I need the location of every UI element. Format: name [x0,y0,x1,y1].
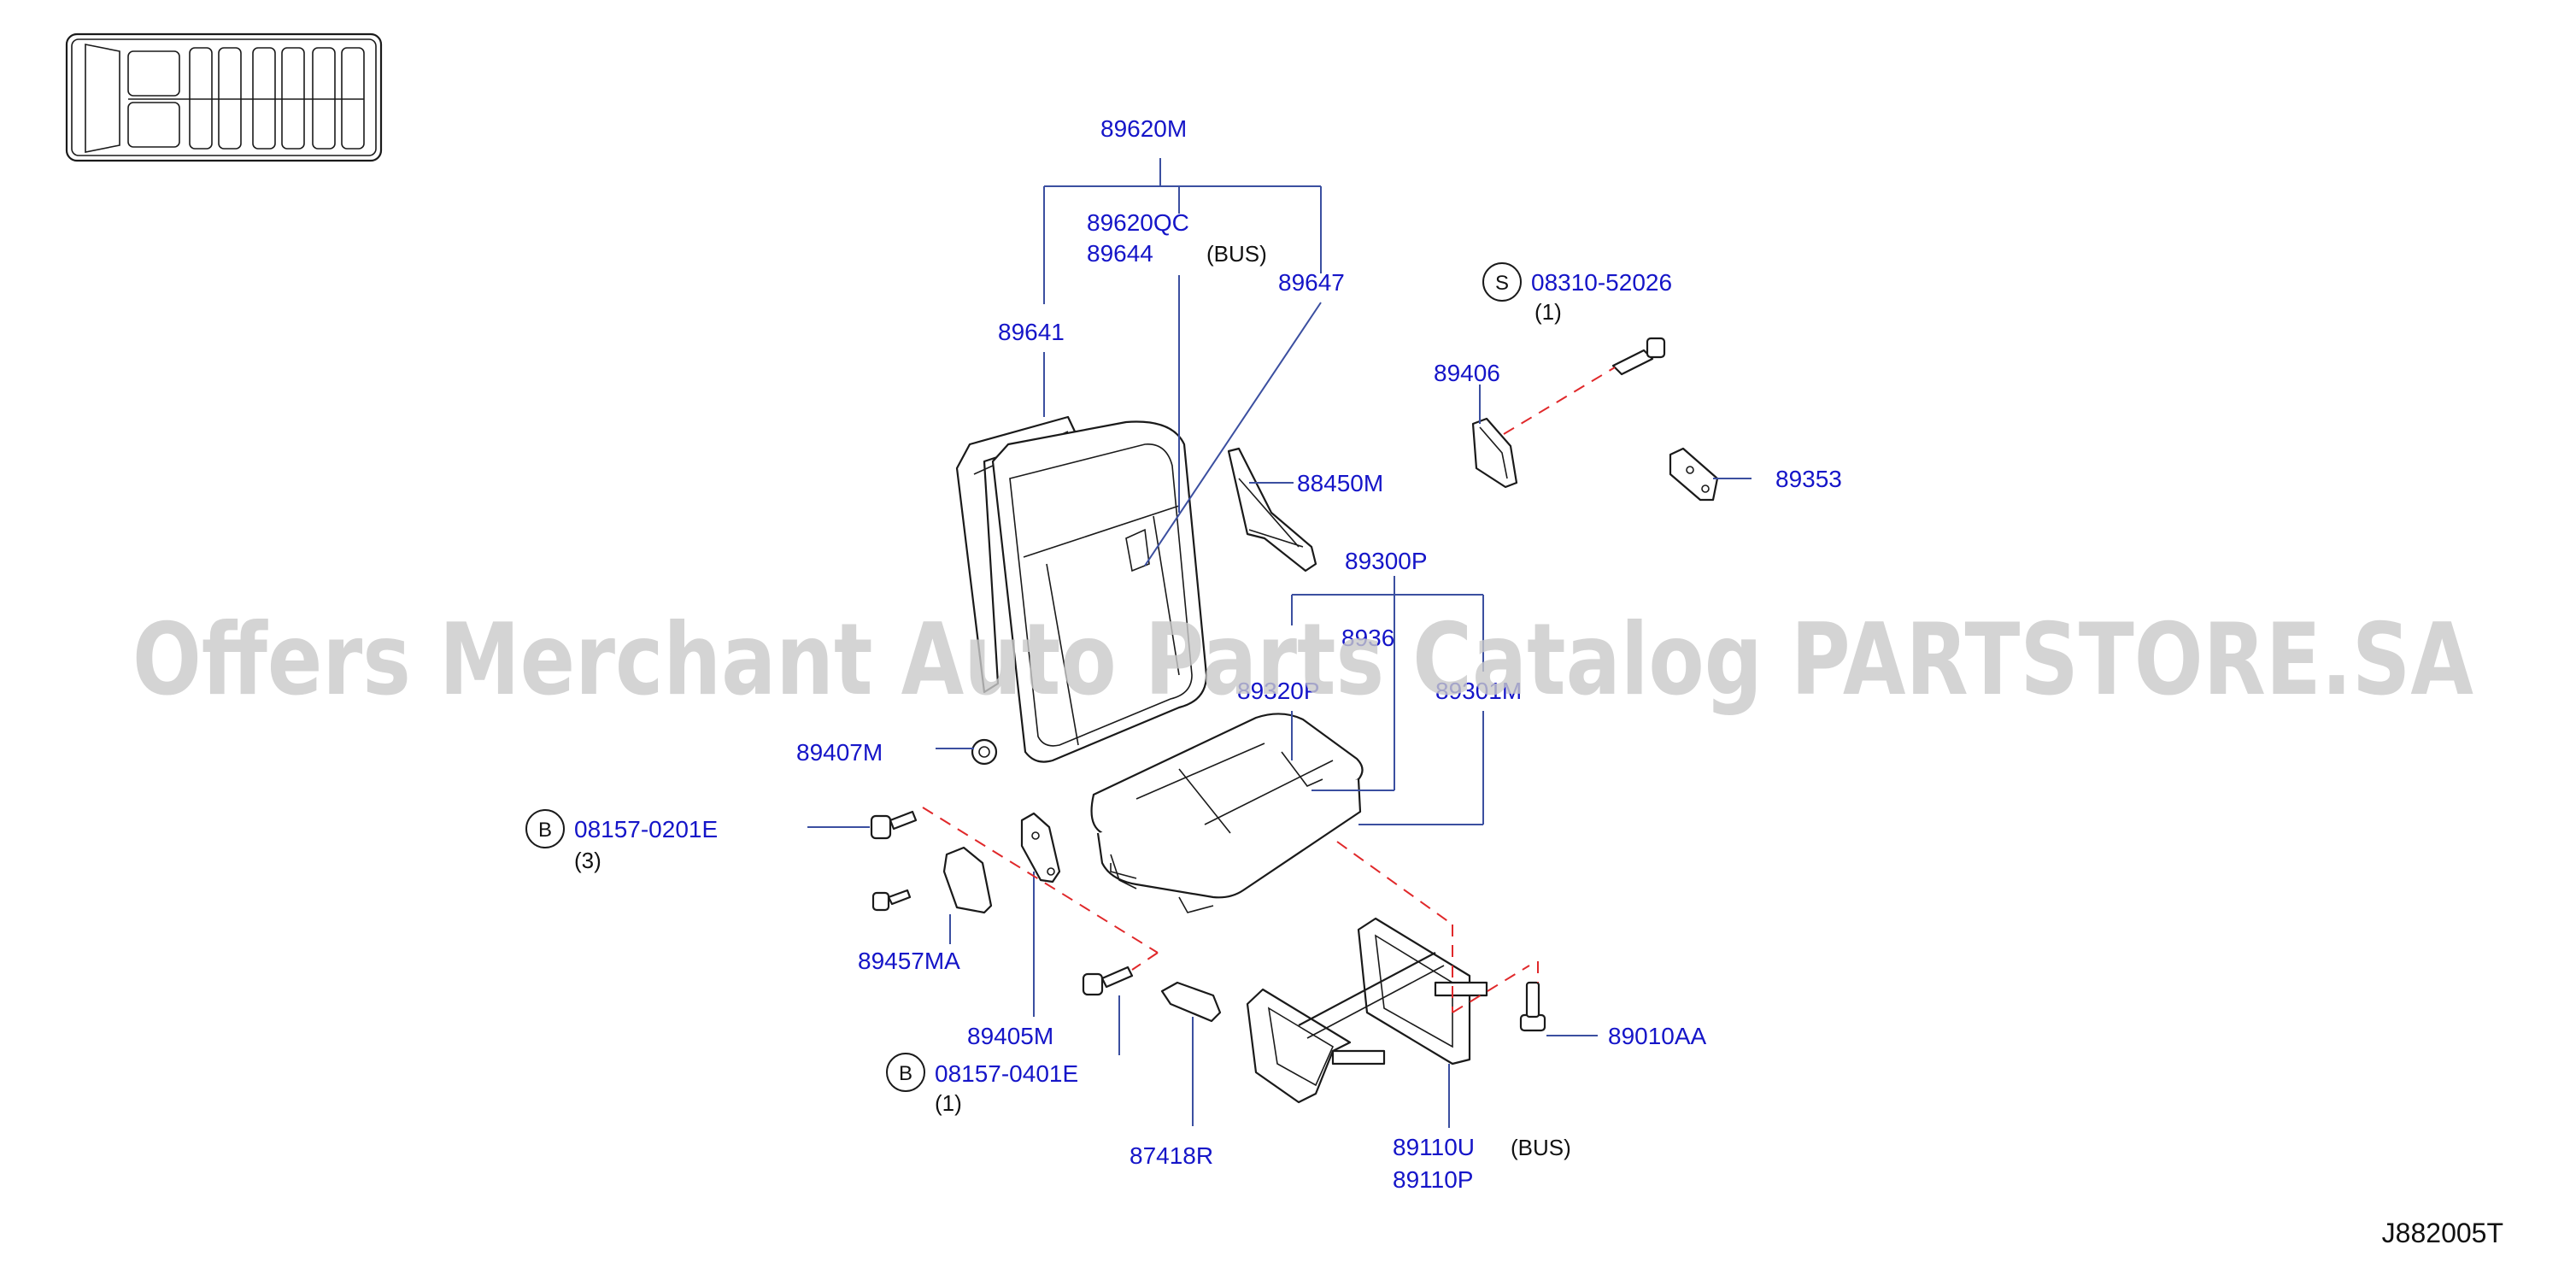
label-89405M[interactable]: 89405M [967,1023,1053,1049]
label-89407M[interactable]: 89407M [796,739,883,766]
note-bus-top: (BUS) [1206,241,1267,267]
label-89110U[interactable]: 89110U [1393,1134,1475,1160]
note-bus-bottom: (BUS) [1511,1135,1571,1160]
watermark-text: Offers Merchant Auto Parts Catalog PARTS… [132,602,2473,718]
side-cover-89406 [1471,417,1518,489]
bolt-08157-0201E [870,810,918,912]
qty-08157-0401E: (1) [935,1090,962,1116]
badge-b-left-letter: B [538,819,552,842]
label-89301M[interactable]: 89301M [1435,678,1522,704]
label-08157-0401E[interactable]: 08157-0401E [935,1060,1078,1087]
label-8936x[interactable]: 8936 [1341,625,1394,651]
bracket-89405M [1020,812,1061,883]
label-89620M[interactable]: 89620M [1100,115,1187,142]
label-89457MA[interactable]: 89457MA [858,948,960,974]
label-88450M[interactable]: 88450M [1297,470,1383,496]
bolt-08310-52026 [1611,337,1666,376]
seat-back-cushion [991,420,1208,763]
bolt-89010AA [1519,981,1546,1032]
vehicle-overview-icon [65,32,383,162]
badge-b-left [525,809,565,848]
alignment-dashes [922,367,1616,1013]
label-89010AA[interactable]: 89010AA [1608,1023,1707,1049]
leader-lines [807,158,1752,1128]
label-89647[interactable]: 89647 [1278,269,1345,296]
cap-89407M [971,738,998,766]
part-labels: 89620M 89620QC 89644 (BUS) 89647 89641 8… [796,115,1842,1193]
label-89353[interactable]: 89353 [1775,466,1842,492]
badge-b-bottom [886,1053,925,1092]
fastener-s-08310-52026: S 08310-52026 (1) [1482,262,1672,325]
qty-08157-0201E: (3) [574,848,601,873]
cover-87418R [1160,981,1222,1023]
hinge-bracket-88450M [1227,447,1317,572]
label-89300P[interactable]: 89300P [1345,548,1428,574]
label-08310-52026[interactable]: 08310-52026 [1531,269,1672,296]
badge-b-bottom-letter: B [899,1062,912,1085]
label-87418R[interactable]: 87418R [1130,1142,1213,1169]
label-89320P[interactable]: 89320P [1237,678,1320,704]
badge-s-letter: S [1495,272,1509,295]
badge-s [1482,262,1522,302]
bracket-89353 [1669,447,1719,502]
label-08157-0201E[interactable]: 08157-0201E [574,816,718,842]
fastener-b-08157-0401E: B 08157-0401E (1) [886,1053,1078,1116]
seat-frame-89110U [1246,917,1488,1104]
label-89644[interactable]: 89644 [1087,240,1153,267]
label-89406[interactable]: 89406 [1434,360,1500,386]
label-89620QC[interactable]: 89620QC [1087,209,1189,236]
diagram-code: J882005T [2382,1218,2503,1248]
trim-89457MA [942,846,993,914]
label-89641[interactable]: 89641 [998,319,1065,345]
label-89110P[interactable]: 89110P [1393,1166,1473,1193]
bolt-08157-0401E [1082,966,1134,996]
seat-cushion [1090,713,1364,913]
fastener-b-08157-0201E: B 08157-0201E (3) [525,809,718,873]
qty-08310-52026: (1) [1534,299,1562,325]
